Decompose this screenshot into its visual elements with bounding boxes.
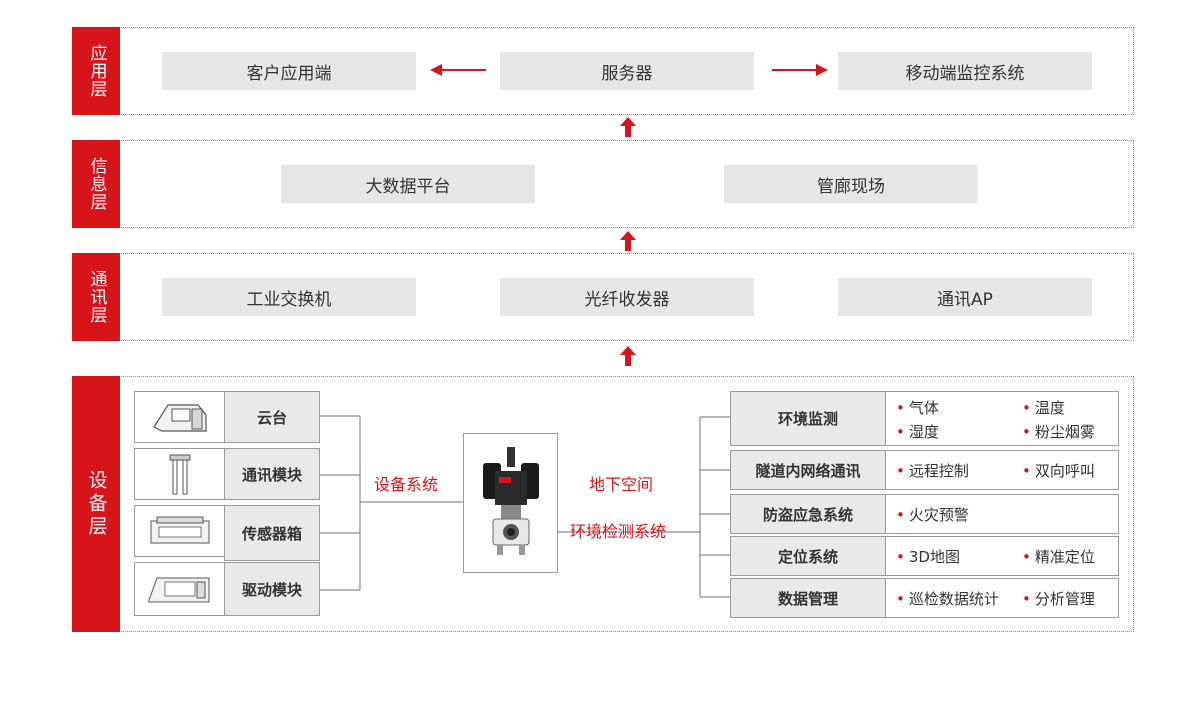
- communication-layer: 通讯层 工业交换机 光纤收发器 通讯AP: [72, 253, 1134, 341]
- drive-module-image: [134, 562, 225, 616]
- system-positioning-features: 3D地图 精准定位: [885, 536, 1119, 576]
- device-system-label: 设备系统: [374, 475, 439, 494]
- feature-two-way-call: 双向呼叫: [1022, 460, 1095, 481]
- arrow-right-icon: [772, 64, 828, 76]
- system-anti-theft: 防盗应急系统: [730, 494, 886, 534]
- bigdata-platform-box: 大数据平台: [281, 165, 535, 203]
- communication-layer-tag: 通讯层: [72, 253, 120, 341]
- industrial-switch-box: 工业交换机: [162, 278, 416, 316]
- inspection-robot-icon: [482, 447, 539, 555]
- feature-fire-warning: 火灾预警: [896, 504, 969, 525]
- arrow-up-icon: [620, 117, 636, 137]
- system-positioning: 定位系统: [730, 536, 886, 576]
- mobile-monitor-box: 移动端监控系统: [838, 52, 1092, 90]
- underground-space-label: 地下空间: [589, 475, 654, 494]
- information-layer-tag: 信息层: [72, 140, 120, 228]
- left-item-gimbal: 云台: [224, 391, 320, 443]
- gimbal-icon: [152, 404, 207, 432]
- comm-ap-box: 通讯AP: [838, 278, 1092, 316]
- left-item-comm-module: 通讯模块: [224, 448, 320, 500]
- sensor-box-icon: [150, 516, 209, 544]
- application-layer: 应用层 客户应用端 服务器 移动端监控系统: [72, 27, 1134, 115]
- drive-module-icon: [148, 577, 209, 603]
- feature-remote-control: 远程控制: [896, 460, 969, 481]
- application-layer-tag: 应用层: [72, 27, 120, 115]
- feature-dust-smoke: 粉尘烟雾: [1022, 421, 1095, 442]
- device-layer: 设备层: [72, 376, 1134, 632]
- feature-inspection-stats: 巡检数据统计: [896, 588, 999, 609]
- gimbal-image: [134, 391, 225, 443]
- robot-image: [463, 433, 558, 573]
- device-layer-tag: 设备层: [72, 376, 120, 632]
- system-tunnel-network: 隧道内网络通讯: [730, 450, 886, 490]
- sensor-box-image: [134, 505, 225, 557]
- system-data-management-features: 巡检数据统计 分析管理: [885, 578, 1119, 618]
- feature-humidity: 湿度: [896, 421, 939, 442]
- system-tunnel-network-features: 远程控制 双向呼叫: [885, 450, 1119, 490]
- pipe-gallery-site-box: 管廊现场: [724, 165, 978, 203]
- feature-precise-location: 精准定位: [1022, 546, 1095, 567]
- env-detection-label: 环境检测系统: [570, 522, 667, 541]
- system-env-monitor-features: 气体 温度 湿度 粉尘烟雾: [885, 391, 1119, 446]
- feature-temperature: 温度: [1022, 397, 1065, 418]
- arrow-up-icon: [620, 346, 636, 366]
- information-layer: 信息层 大数据平台 管廊现场: [72, 140, 1134, 228]
- comm-module-image: [134, 448, 225, 500]
- feature-3d-map: 3D地图: [896, 546, 960, 567]
- feature-analysis-management: 分析管理: [1022, 588, 1095, 609]
- system-data-management: 数据管理: [730, 578, 886, 618]
- fiber-transceiver-box: 光纤收发器: [500, 278, 754, 316]
- system-anti-theft-features: 火灾预警: [885, 494, 1119, 534]
- server-box: 服务器: [500, 52, 754, 90]
- left-item-sensor-box: 传感器箱: [224, 505, 320, 561]
- arrow-left-icon: [430, 64, 486, 76]
- arrow-up-icon: [620, 231, 636, 251]
- client-app-box: 客户应用端: [162, 52, 416, 90]
- feature-gas: 气体: [896, 397, 939, 418]
- system-env-monitor: 环境监测: [730, 391, 886, 446]
- left-item-drive-module: 驱动模块: [224, 562, 320, 616]
- antenna-module-icon: [169, 454, 190, 495]
